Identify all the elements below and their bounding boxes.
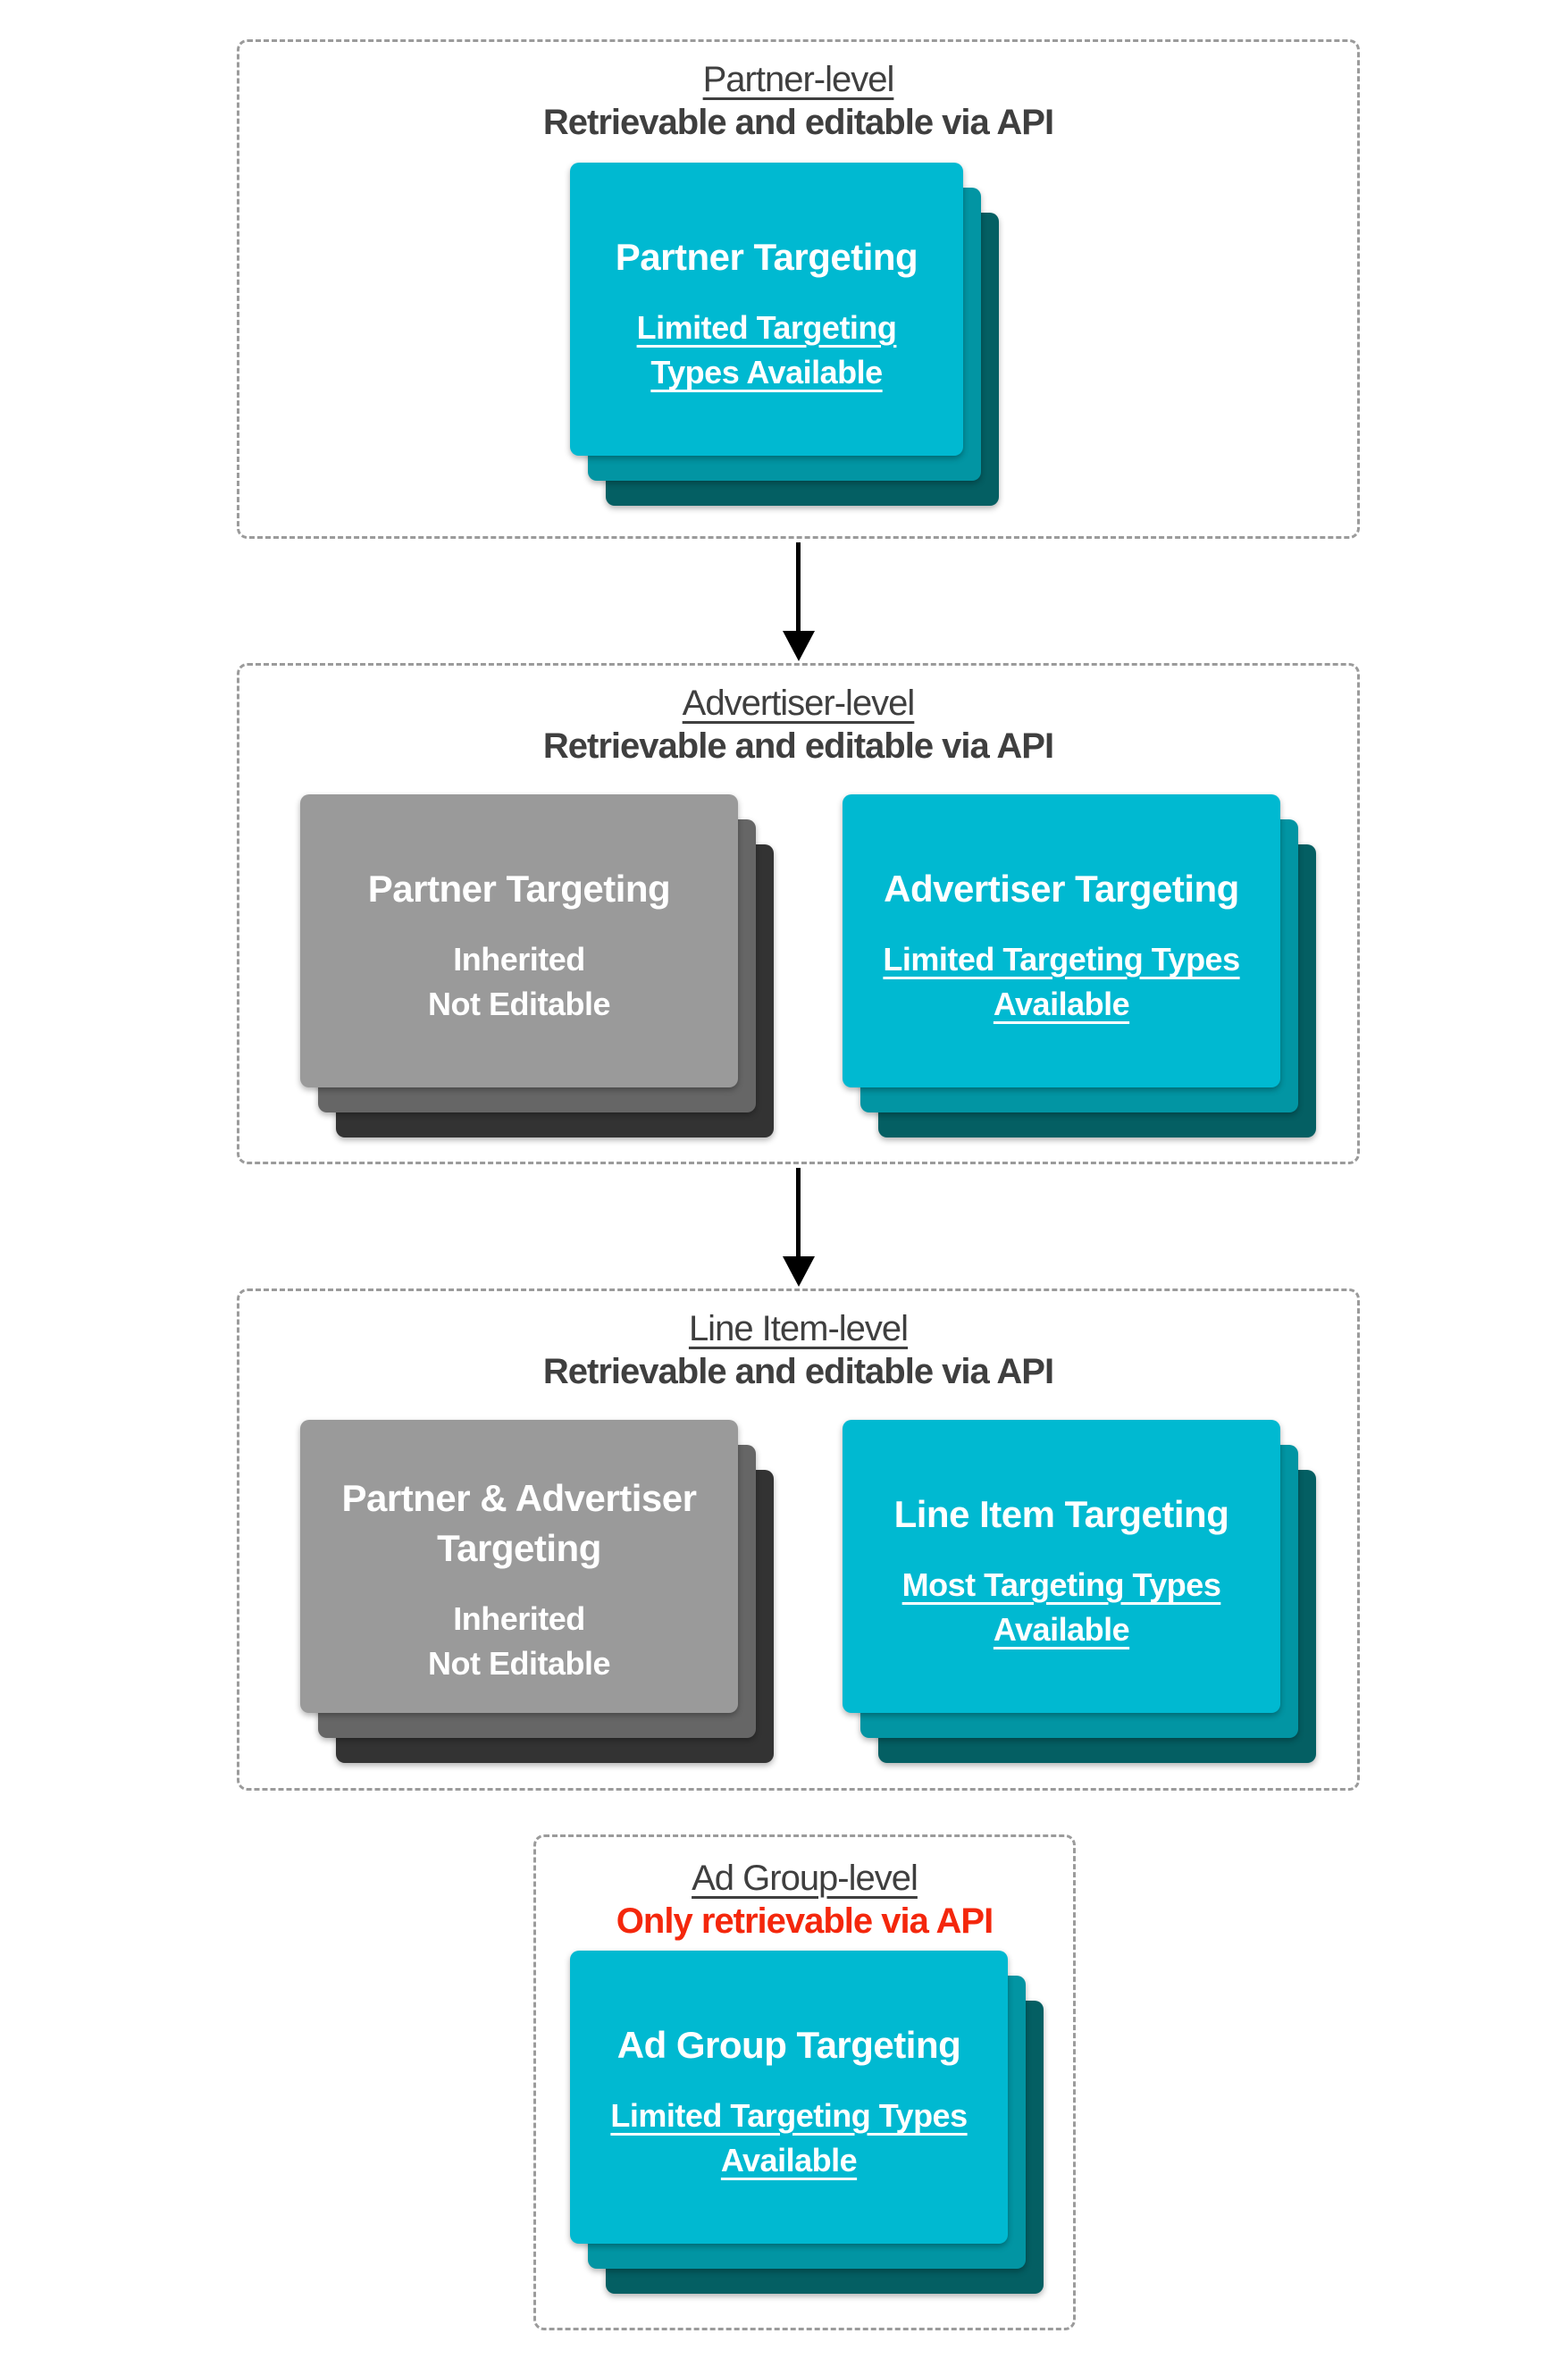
card-body-text: Most Targeting Types Available <box>901 1566 1221 1648</box>
card-heading: Ad Group Targeting <box>616 2024 961 2066</box>
card-stack-advertiser-targeting: Advertiser Targeting Limited Targeting T… <box>843 794 1316 1137</box>
panel-title-text: Ad Group-level <box>692 1859 918 1898</box>
card-front-layer: Partner Targeting Inherited Not Editable <box>300 794 738 1087</box>
panel-title-text: Line Item-level <box>688 1309 909 1348</box>
card-body: Limited Targeting Types Available <box>878 937 1245 1027</box>
card-stack-inherited-partner-advertiser-targeting: Partner & Advertiser Targeting Inherited… <box>300 1420 774 1763</box>
panel-ad-group-level: Ad Group-level Only retrievable via API … <box>533 1834 1076 2330</box>
card-stack-partner-targeting: Partner Targeting Limited Targeting Type… <box>570 163 999 506</box>
card-heading: Partner Targeting <box>615 236 918 278</box>
flow-arrow-advertiser-to-lineitem <box>782 1168 815 1287</box>
panel-title-text: Advertiser-level <box>682 684 916 723</box>
card-front-layer: Partner Targeting Limited Targeting Type… <box>570 163 963 456</box>
card-body: Most Targeting Types Available <box>878 1563 1245 1652</box>
panel-subtitle-ad-group-level: Only retrievable via API <box>616 1901 994 1941</box>
card-body: Limited Targeting Types Available <box>606 2094 972 2183</box>
card-body: Inherited Not Editable <box>336 937 702 1027</box>
panel-title-advertiser-level: Advertiser-level <box>239 682 1357 725</box>
card-heading: Advertiser Targeting <box>884 868 1239 910</box>
card-body-text: Inherited <box>453 941 585 978</box>
flow-arrow-partner-to-advertiser <box>782 542 815 661</box>
card-body-text: Limited Targeting Types Available <box>610 2097 968 2178</box>
card-body-text: Not Editable <box>427 986 611 1022</box>
panel-title-partner-level: Partner-level <box>239 58 1357 101</box>
panel-partner-level: Partner-level Retrievable and editable v… <box>237 39 1360 539</box>
card-stack-line-item-targeting: Line Item Targeting Most Targeting Types… <box>843 1420 1316 1763</box>
card-heading: Line Item Targeting <box>893 1493 1229 1535</box>
card-body-text: Limited Targeting Types Available <box>883 941 1240 1022</box>
card-heading: Partner Targeting <box>367 868 671 910</box>
card-front-layer: Advertiser Targeting Limited Targeting T… <box>843 794 1280 1087</box>
card-front-layer: Ad Group Targeting Limited Targeting Typ… <box>570 1951 1008 2244</box>
card-front-layer: Partner & Advertiser Targeting Inherited… <box>300 1420 738 1713</box>
panel-line-item-level: Line Item-level Retrievable and editable… <box>237 1288 1360 1791</box>
card-stack-inherited-partner-targeting: Partner Targeting Inherited Not Editable <box>300 794 774 1137</box>
card-body-text: Inherited <box>453 1600 585 1637</box>
card-front-layer: Line Item Targeting Most Targeting Types… <box>843 1420 1280 1713</box>
card-stack-ad-group-targeting: Ad Group Targeting Limited Targeting Typ… <box>570 1951 1044 2294</box>
panel-title-line-item-level: Line Item-level <box>239 1307 1357 1350</box>
panel-subtitle-line-item-level: Retrievable and editable via API <box>542 1352 1054 1391</box>
panel-advertiser-level: Advertiser-level Retrievable and editabl… <box>237 663 1360 1164</box>
card-body-text: Not Editable <box>427 1645 611 1682</box>
card-body-text: Limited Targeting Types Available <box>636 309 897 390</box>
card-heading: Partner & Advertiser Targeting <box>341 1477 697 1569</box>
panel-title-text: Partner-level <box>702 60 895 99</box>
panel-title-ad-group-level: Ad Group-level <box>536 1857 1073 1900</box>
panel-subtitle-advertiser-level: Retrievable and editable via API <box>542 726 1054 766</box>
card-body: Inherited Not Editable <box>336 1597 702 1686</box>
panel-subtitle-partner-level: Retrievable and editable via API <box>542 103 1054 142</box>
card-body: Limited Targeting Types Available <box>606 306 927 395</box>
